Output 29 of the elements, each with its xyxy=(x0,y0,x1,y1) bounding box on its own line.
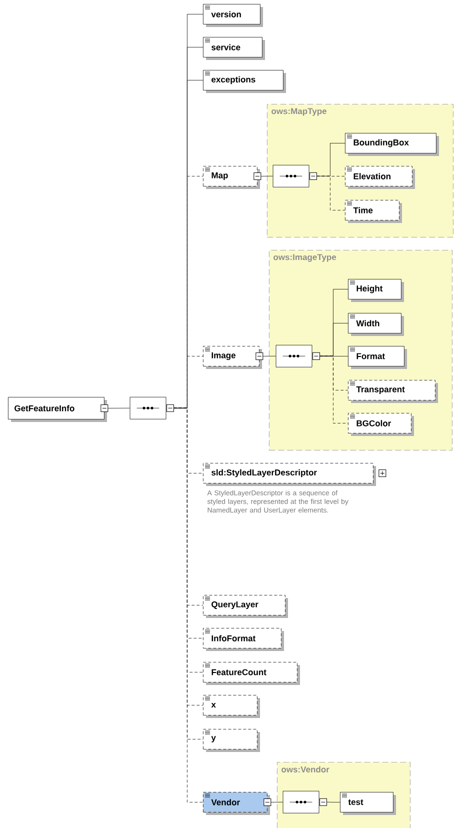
connector-line xyxy=(316,143,346,176)
element-box: Width xyxy=(348,313,404,336)
element-box: Elevation xyxy=(345,166,415,189)
element-box: sld:StyledLayerDescriptor xyxy=(203,463,386,486)
connector-line xyxy=(320,356,348,424)
element-box: BGColor xyxy=(348,413,414,436)
element-box: Transparent xyxy=(348,380,438,403)
element-box: GetFeatureInfo xyxy=(8,397,108,422)
element-box: Map xyxy=(203,166,262,189)
element-box: x xyxy=(203,695,260,718)
element-box: y xyxy=(203,729,260,752)
element-box: BoundingBox xyxy=(345,133,439,156)
sequence-octagon xyxy=(130,396,174,420)
element-box: Vendor xyxy=(203,792,272,815)
connector-line xyxy=(316,176,346,210)
element-box: Format xyxy=(348,346,407,369)
element-box: Height xyxy=(348,279,404,302)
element-box: version xyxy=(203,4,263,27)
element-box: test xyxy=(340,792,396,815)
element-box: service xyxy=(203,37,265,60)
element-box: Image xyxy=(203,346,264,369)
element-box: QueryLayer xyxy=(203,595,288,618)
sequence-octagon xyxy=(276,344,320,368)
element-box: exceptions xyxy=(203,70,286,93)
element-box: FeatureCount xyxy=(203,662,300,685)
element-box: Time xyxy=(345,200,402,223)
sequence-octagon xyxy=(272,164,317,188)
sequence-octagon xyxy=(282,790,327,814)
element-box: InfoFormat xyxy=(203,628,284,651)
